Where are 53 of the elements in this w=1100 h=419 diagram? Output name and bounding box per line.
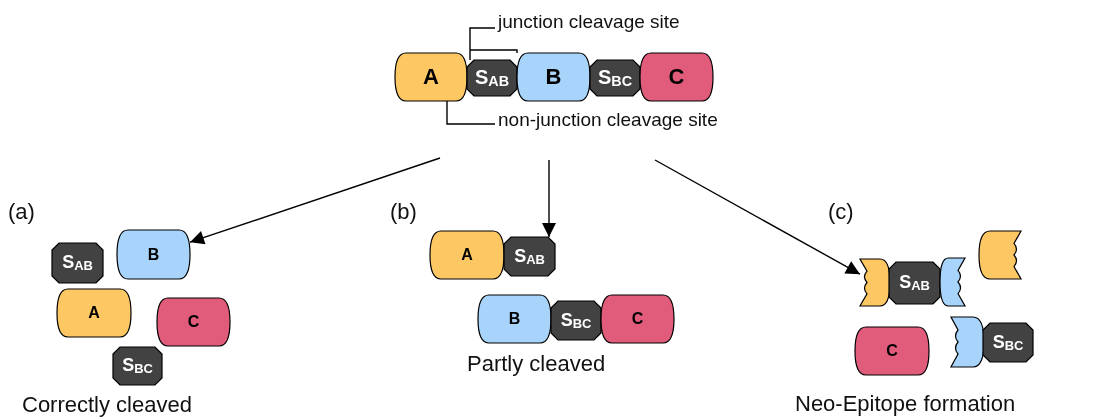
- linker-label: S$_{BC}$: [560, 310, 592, 331]
- linker-segment: [983, 323, 1033, 362]
- domain-fragment: [860, 259, 890, 306]
- domain-label: A: [461, 247, 473, 263]
- linker-segment: [504, 237, 555, 276]
- domain-fragment: [951, 317, 984, 367]
- linker-label: S$_{AB}$: [62, 253, 93, 273]
- protein-domain: [517, 53, 590, 101]
- linker-label: S$_{AB}$: [514, 246, 545, 267]
- domain-fragment: [940, 258, 965, 306]
- protein-domain: [57, 289, 131, 337]
- arrow: [189, 157, 441, 245]
- linker-segment: [889, 262, 940, 304]
- protein-domain: [395, 53, 467, 101]
- linker-label: S$_{AB}$: [899, 273, 930, 293]
- protein-domain: [855, 327, 929, 375]
- protein-domain: [430, 231, 504, 279]
- protein-domain: [640, 53, 713, 101]
- linker-segment: [113, 347, 162, 385]
- domain-label: C: [631, 311, 644, 327]
- protein-domain: [117, 230, 190, 279]
- callout-text: non-junction cleavage site: [498, 110, 718, 131]
- linker-segment: [467, 60, 517, 96]
- protein-domain: [157, 298, 230, 346]
- linker-label: S$_{BC}$: [992, 332, 1024, 353]
- domain-fragment: [979, 231, 1021, 279]
- linker-segment: [551, 301, 601, 340]
- callout-text: junction cleavage site: [498, 12, 680, 33]
- domain-label: C: [668, 66, 685, 88]
- domain-label: A: [423, 66, 439, 88]
- linker-segment: [590, 60, 640, 96]
- domain-label: B: [508, 311, 521, 327]
- leader-line: [469, 27, 518, 61]
- linker-label: S$_{BC}$: [597, 67, 633, 89]
- linker-segment: [52, 243, 103, 283]
- linker-label: S$_{BC}$: [122, 356, 153, 376]
- domain-label: B: [545, 66, 562, 88]
- panel-caption: Neo-Epitope formation: [795, 392, 1016, 417]
- domain-label: A: [88, 305, 100, 321]
- arrow: [654, 159, 861, 275]
- domain-label: C: [187, 314, 200, 330]
- panel-caption: Partly cleaved: [467, 352, 606, 377]
- protein-domain: [601, 295, 674, 343]
- panel-label: (c): [828, 200, 854, 225]
- domain-label: B: [147, 246, 160, 263]
- linker-label: S$_{AB}$: [474, 67, 510, 89]
- domain-label: C: [886, 343, 898, 359]
- arrow: [542, 159, 556, 238]
- panel-label: (a): [8, 200, 35, 225]
- protein-domain: [478, 295, 551, 343]
- panel-caption: Correctly cleaved: [22, 393, 192, 418]
- leader-line: [446, 100, 496, 125]
- panel-label: (b): [390, 200, 417, 225]
